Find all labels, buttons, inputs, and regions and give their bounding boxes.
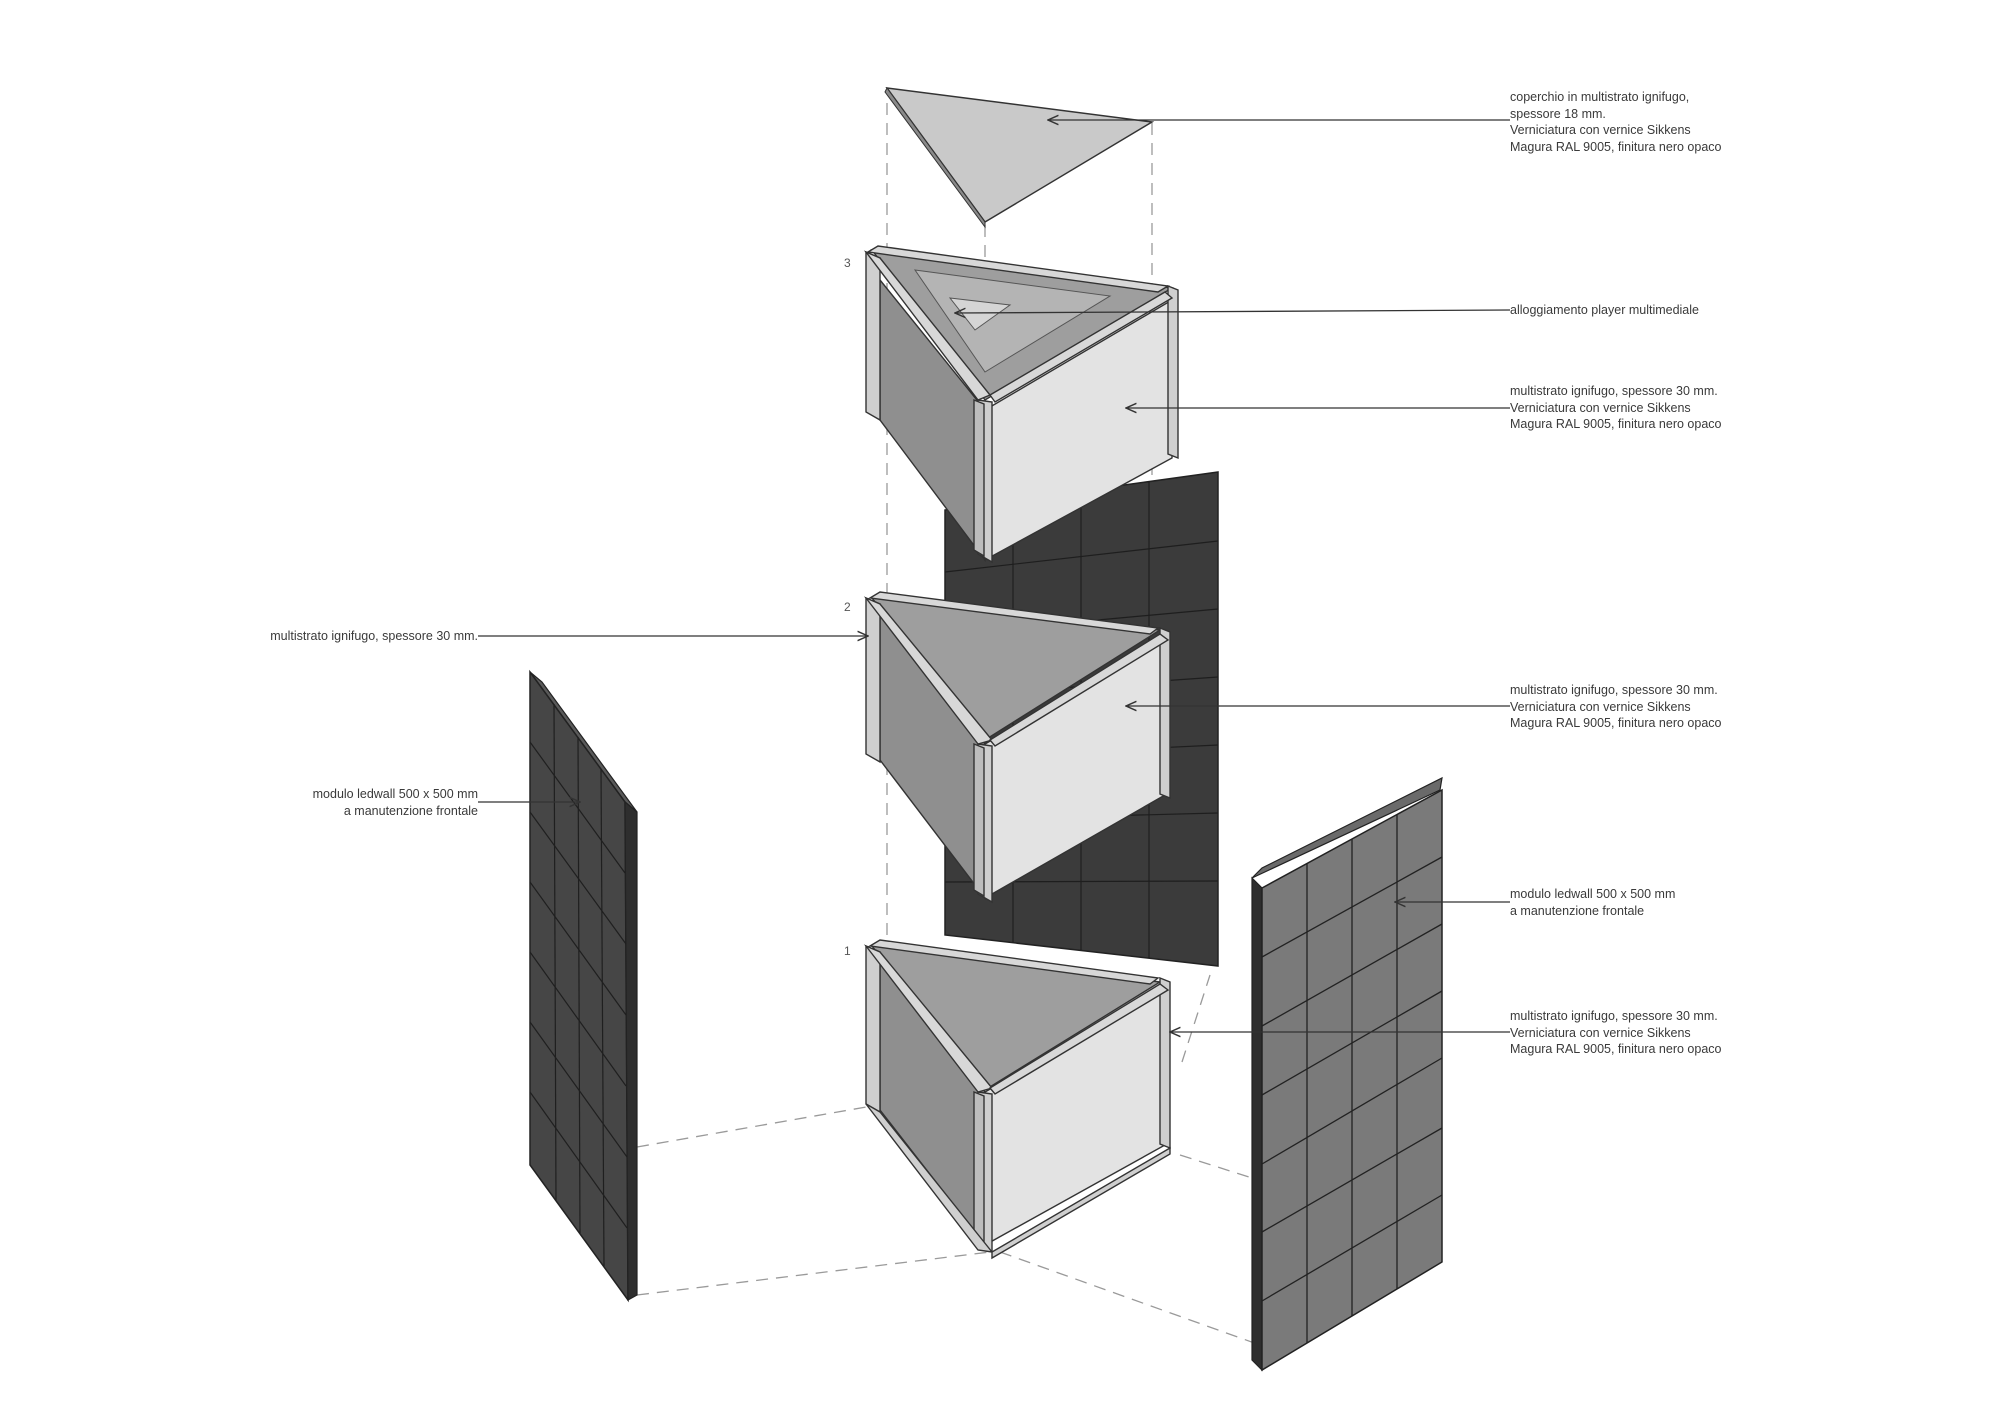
annotation-ledwall-left: modulo ledwall 500 x 500 mm a manutenzio… [312, 787, 478, 818]
annotation-module-2-left: multistrato ignifugo, spessore 30 mm. [270, 629, 478, 643]
cover-lid [884, 87, 1155, 229]
triangular-module-2 [863, 591, 1171, 904]
level-number-1: 1 [844, 944, 851, 958]
annotation-module-2: multistrato ignifugo, spessore 30 mm. Ve… [1510, 683, 1722, 730]
level-number-3: 3 [844, 256, 851, 270]
ledwall-left-panel [529, 669, 638, 1303]
annotation-ledwall-right: modulo ledwall 500 x 500 mm a manutenzio… [1510, 887, 1676, 918]
triangular-module-1 [863, 939, 1171, 1260]
annotation-module-1: multistrato ignifugo, spessore 30 mm. Ve… [1510, 1009, 1722, 1056]
level-number-2: 2 [844, 600, 851, 614]
ledwall-right-panel [1251, 776, 1443, 1372]
triangular-module-3 [863, 245, 1179, 564]
leader-lines [478, 120, 1511, 1032]
annotation-cover: coperchio in multistrato ignifugo, spess… [1510, 90, 1722, 154]
annotation-player: alloggiamento player multimediale [1510, 303, 1699, 317]
annotation-module-3: multistrato ignifugo, spessore 30 mm. Ve… [1510, 384, 1722, 431]
leader-player [955, 310, 1511, 313]
